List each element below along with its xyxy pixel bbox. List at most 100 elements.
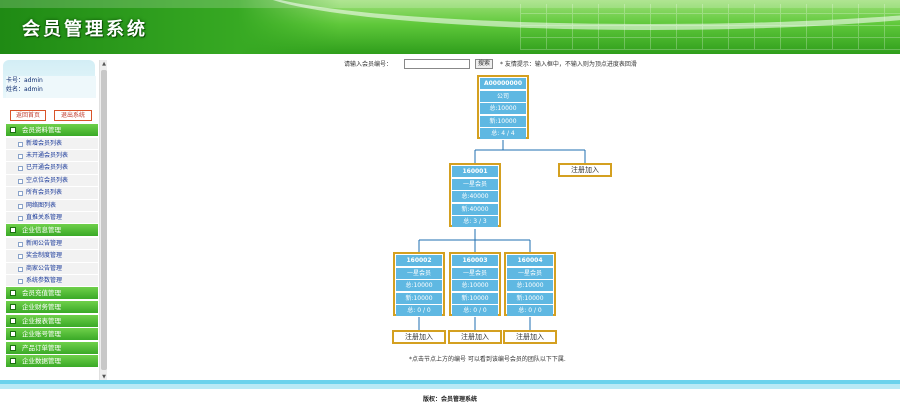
- menu-item-label: 网络图列表: [26, 201, 57, 209]
- logout-button[interactable]: 退出系统: [54, 110, 92, 121]
- node-level: 一星会员: [507, 267, 553, 279]
- header-shine: [0, 0, 900, 8]
- tree-node-160001: 160001 一星会员 总:40000 新:40000 总: 3 / 3: [449, 163, 501, 227]
- register-join-button[interactable]: 注册加入: [558, 163, 612, 177]
- node-total: 总:40000: [452, 191, 498, 202]
- page-icon: [18, 153, 23, 159]
- menu-group[interactable]: 企业数据管理: [6, 355, 98, 368]
- node-level: 一星会员: [396, 267, 442, 279]
- member-search-bar: 请输入会员编号： 搜索 * 友情提示：输入框中，不输入则为顶点进度表回滑: [344, 59, 674, 70]
- member-id-input[interactable]: [404, 59, 470, 69]
- page-icon: [18, 141, 23, 147]
- header-arc-decoration: [250, 0, 900, 30]
- node-total: 总:10000: [452, 280, 498, 291]
- sidebar-scrollbar[interactable]: ▲ ▼: [99, 60, 107, 382]
- register-join-button[interactable]: 注册加入: [448, 330, 502, 344]
- menu-item[interactable]: 直推关系管理: [6, 211, 98, 225]
- menu-item-label: 空点位会员列表: [26, 176, 69, 184]
- home-button[interactable]: 返回首页: [10, 110, 46, 121]
- folder-icon: [10, 304, 16, 311]
- node-id-link[interactable]: 160003: [452, 255, 498, 266]
- node-total: 总:10000: [507, 280, 553, 291]
- menu-group-label: 会员资料管理: [22, 126, 61, 134]
- folder-icon: [10, 317, 16, 324]
- menu-item[interactable]: 新闻公告管理: [6, 237, 98, 251]
- menu-group[interactable]: 产品订单管理: [6, 341, 98, 354]
- scroll-down-arrow-icon[interactable]: ▼: [102, 374, 106, 380]
- scroll-up-arrow-icon[interactable]: ▲: [102, 61, 106, 67]
- node-id-link[interactable]: 160004: [507, 255, 553, 266]
- page-icon: [18, 203, 23, 209]
- menu-group-label: 企业报表管理: [22, 316, 61, 325]
- user-name: 姓名：admin: [6, 86, 43, 93]
- node-new: 新:10000: [507, 292, 553, 304]
- menu-item[interactable]: 已开通会员列表: [6, 162, 98, 175]
- folder-icon: [10, 127, 16, 133]
- node-new: 新:40000: [452, 203, 498, 215]
- tree-node-160004: 160004 一星会员 总:10000 新:10000 总: 0 / 0: [504, 252, 556, 316]
- node-id-link[interactable]: 160002: [396, 255, 442, 266]
- menu-group[interactable]: 企业信息管理: [6, 224, 98, 237]
- sidebar: 卡号：admin 姓名：admin 返回首页 退出系统 会员资料管理新增会员列表…: [3, 60, 107, 382]
- menu-group-label: 企业数据管理: [22, 357, 61, 366]
- page-icon: [18, 215, 23, 221]
- node-count: 总: 0 / 0: [396, 305, 442, 316]
- register-join-button[interactable]: 注册加入: [392, 330, 446, 344]
- menu-item[interactable]: 系统参数管理: [6, 275, 98, 288]
- menu-group[interactable]: 会员充值管理: [6, 287, 98, 300]
- folder-icon: [10, 227, 16, 234]
- page-icon: [18, 166, 23, 172]
- menu-group[interactable]: 企业财务管理: [6, 301, 98, 314]
- node-id-link[interactable]: A00000000: [480, 78, 526, 89]
- node-total: 总:10000: [480, 103, 526, 114]
- menu-item[interactable]: 网络图列表: [6, 199, 98, 212]
- menu-item-label: 未开通会员列表: [26, 151, 69, 159]
- node-count: 总: 4 / 4: [480, 128, 526, 139]
- menu-item[interactable]: 新增会员列表: [6, 137, 98, 150]
- menu-item-label: 新增会员列表: [26, 139, 63, 147]
- page-footer: 版权：会员管理系统: [0, 380, 900, 405]
- folder-icon: [10, 290, 16, 297]
- node-new: 新:10000: [396, 292, 442, 304]
- tree-note: *点击节点上方的编号 可以看到该编号会员的团队以下下属.: [409, 356, 566, 363]
- folder-icon: [10, 344, 16, 351]
- tree-node-160003: 160003 一星会员 总:10000 新:10000 总: 0 / 0: [449, 252, 501, 316]
- menu-group-label: 企业信息管理: [22, 226, 61, 235]
- menu-item-label: 直推关系管理: [26, 213, 63, 221]
- menu-item-label: 商家公告管理: [26, 264, 63, 272]
- menu-group-label: 会员充值管理: [22, 289, 61, 298]
- menu-item[interactable]: 所有会员列表: [6, 187, 98, 200]
- menu-group[interactable]: 会员资料管理: [6, 124, 98, 136]
- menu-item[interactable]: 空点位会员列表: [6, 174, 98, 188]
- sidebar-menu: 会员资料管理新增会员列表未开通会员列表已开通会员列表空点位会员列表所有会员列表网…: [6, 124, 98, 369]
- user-id: 卡号：admin: [6, 77, 43, 84]
- menu-item[interactable]: 未开通会员列表: [6, 149, 98, 163]
- node-level: 一星会员: [452, 267, 498, 279]
- menu-item-label: 所有会员列表: [26, 189, 63, 197]
- footer-band-dark: [0, 380, 900, 384]
- page-icon: [18, 279, 23, 285]
- node-count: 总: 3 / 3: [452, 216, 498, 227]
- search-tip: * 友情提示：输入框中，不输入则为顶点进度表回滑: [500, 61, 637, 68]
- node-new: 新:10000: [480, 115, 526, 127]
- footer-copyright: 版权：会员管理系统: [422, 396, 477, 403]
- menu-group[interactable]: 企业报表管理: [6, 314, 98, 327]
- search-button[interactable]: 搜索: [475, 59, 493, 69]
- menu-item[interactable]: 商家公告管理: [6, 262, 98, 276]
- page-header: 会员管理系统: [0, 0, 900, 54]
- node-id-link[interactable]: 160001: [452, 166, 498, 177]
- app-title: 会员管理系统: [22, 19, 148, 40]
- search-label: 请输入会员编号：: [344, 61, 393, 68]
- node-count: 总: 0 / 0: [452, 305, 498, 316]
- menu-group[interactable]: 企业账号管理: [6, 328, 98, 341]
- menu-item[interactable]: 奖金制度管理: [6, 250, 98, 263]
- scroll-thumb[interactable]: [101, 70, 107, 370]
- node-new: 新:10000: [452, 292, 498, 304]
- page-icon: [18, 266, 23, 272]
- menu-item-label: 奖金制度管理: [26, 252, 63, 260]
- menu-group-label: 企业账号管理: [22, 330, 61, 339]
- menu-item-label: 已开通会员列表: [26, 164, 69, 172]
- register-join-button[interactable]: 注册加入: [503, 330, 557, 344]
